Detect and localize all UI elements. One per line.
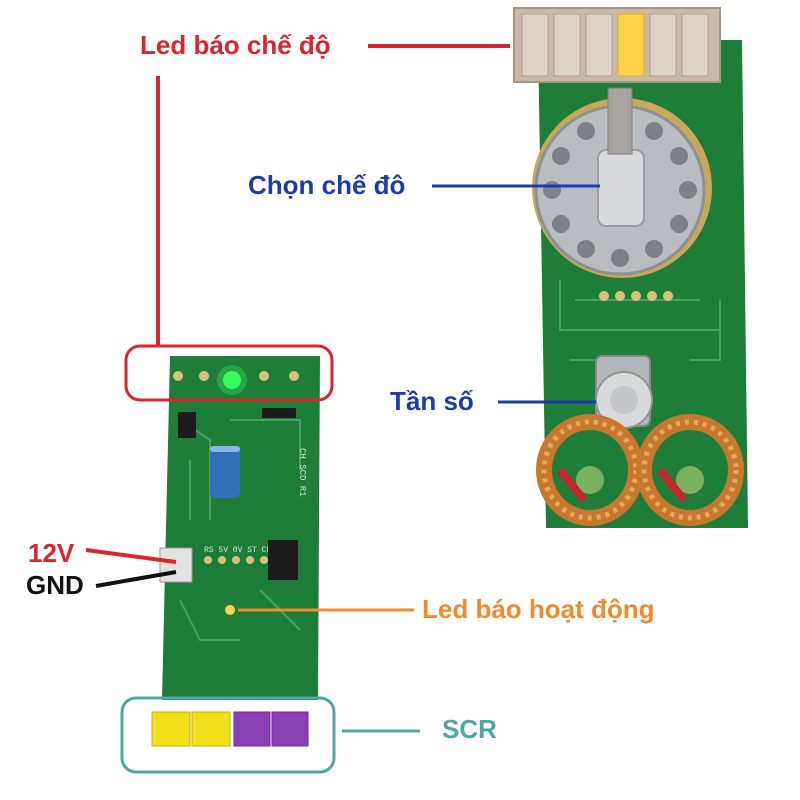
scr-connector-purple-1 — [233, 711, 271, 747]
led-segment — [585, 13, 613, 77]
gnd-leader-line — [95, 570, 177, 588]
frequency-potentiometer — [595, 355, 653, 429]
pin-pads — [204, 556, 268, 564]
scr-connector-purple-2 — [271, 711, 309, 747]
left-board: CH SCD R1 RS 5V 0V ST CL — [151, 356, 320, 747]
right-board-header-pads — [599, 291, 673, 301]
led-segment-lit — [617, 13, 645, 77]
activity-led — [225, 605, 235, 615]
board-name-silkscreen: CH SCD R1 — [297, 448, 307, 497]
gnd-label: GND — [26, 570, 84, 600]
toroid-inductor-right — [636, 414, 744, 526]
mode-led-highlight-box — [124, 344, 334, 402]
led-segment — [553, 13, 581, 77]
ic-chip — [268, 540, 298, 580]
rotary-switch-shaft — [597, 149, 645, 227]
v12-label: 12V — [28, 538, 75, 568]
chip — [178, 412, 196, 438]
led-segment — [649, 13, 677, 77]
mode-select-label: Chọn chế đô — [248, 170, 406, 200]
frequency-label: Tần số — [390, 386, 474, 416]
v12-leader-line — [85, 548, 177, 564]
led-segment — [681, 13, 709, 77]
pot-knob-center — [610, 386, 638, 414]
led-bar-segments — [521, 13, 709, 77]
capacitor-stripe — [210, 446, 240, 452]
chip — [262, 408, 296, 418]
mode-led-label: Led báo chế độ — [140, 30, 331, 60]
rotary-mode-switch — [532, 87, 712, 278]
left-board-pcb — [162, 356, 320, 700]
mode-led-green — [223, 371, 241, 389]
left-board-mode-leds — [173, 365, 299, 395]
active-led-label: Led báo hoạt động — [422, 594, 655, 624]
scr-connector-yellow-1 — [151, 711, 191, 747]
electrolytic-capacitor — [210, 446, 240, 498]
scr-label: SCR — [442, 714, 497, 744]
led-segment — [521, 13, 549, 77]
scr-connector-yellow-2 — [191, 711, 231, 747]
power-connector — [159, 547, 193, 583]
right-board — [513, 7, 748, 528]
left-board-trace — [179, 419, 301, 641]
rotary-switch-shaft-top — [607, 87, 633, 155]
pin-labels-silkscreen: RS 5V 0V ST CL — [204, 546, 271, 555]
scr-highlight-box — [120, 696, 336, 774]
